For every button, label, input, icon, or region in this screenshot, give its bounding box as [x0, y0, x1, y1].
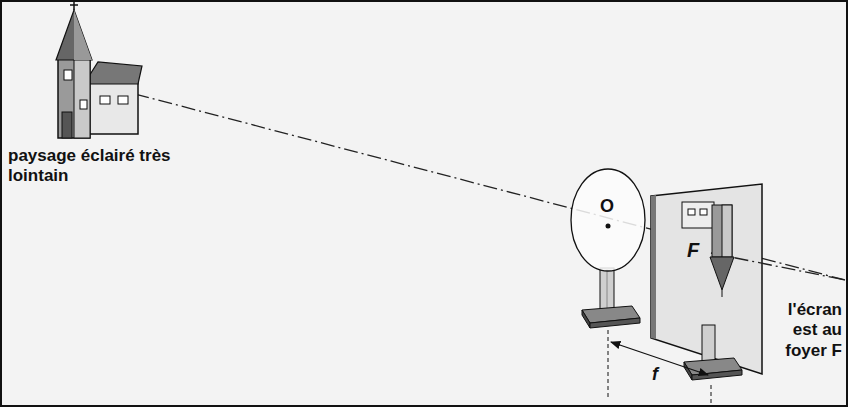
- landscape-label: paysage éclairé très lointain: [8, 146, 208, 187]
- screen: [651, 184, 845, 380]
- lens-node: O: [572, 168, 644, 272]
- focus-label: F: [687, 239, 699, 262]
- lens-center-label: O: [600, 196, 614, 217]
- focal-dimension: [608, 330, 711, 404]
- lens: [571, 169, 645, 328]
- focal-length-label: f: [652, 364, 672, 386]
- inverted-image: [682, 202, 734, 297]
- church: [56, 2, 142, 139]
- screen-node: F: [651, 184, 762, 374]
- screen-note: l'écran est au foyer F: [762, 300, 842, 361]
